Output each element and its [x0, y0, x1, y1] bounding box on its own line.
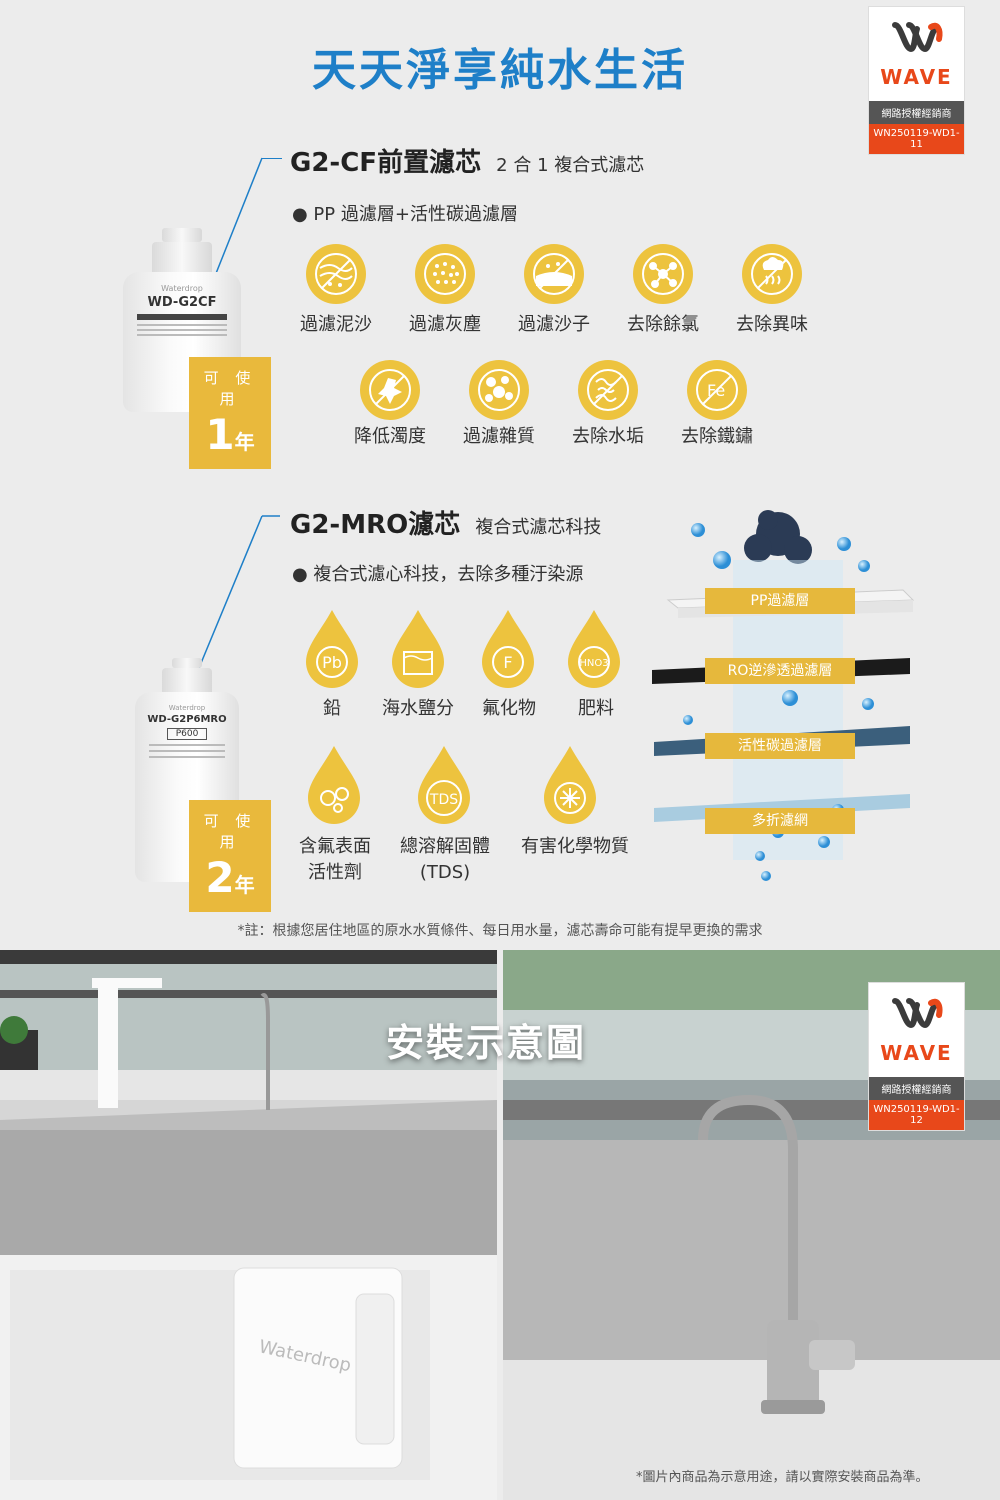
drop-label-line1: 總溶解固體	[400, 836, 490, 857]
drop-label: 鉛	[323, 698, 341, 719]
lead-drop-icon: Pb	[306, 610, 358, 688]
lifespan-number: 1	[205, 410, 235, 459]
drop-label-line2: (TDS)	[419, 862, 471, 883]
fluoride-drop-icon: F	[482, 610, 534, 688]
wave-dealer-badge: WAVE 網路授權經銷商 WN250119-WD1-11	[868, 6, 965, 155]
dealer-label: 網路授權經銷商	[869, 101, 964, 124]
turbidity-icon	[360, 360, 420, 420]
lifespan-label: 可 使 用	[203, 812, 257, 851]
icon-label: 去除鐵鏽	[681, 426, 753, 447]
drop-label: 肥料	[578, 698, 614, 719]
drop-label-line1: 含氟表面	[299, 836, 371, 857]
section1-bullet: ● PP 過濾層+活性碳過濾層	[292, 204, 518, 225]
leader-line	[262, 158, 282, 159]
install-photo-kitchen: Waterdrop	[0, 950, 497, 1500]
cartridge-sublabel: P600	[167, 728, 207, 740]
install-title: 安裝示意圖	[386, 1021, 587, 1065]
drop-symbol: F	[503, 653, 512, 672]
layer-label-carbon: 活性碳過濾層	[705, 733, 855, 759]
icon-label: 過濾沙子	[518, 314, 590, 335]
wave-wordmark: WAVE	[880, 1041, 953, 1065]
lifespan-number: 2	[205, 853, 235, 902]
cartridge-brand: Waterdrop	[168, 704, 206, 712]
impurities-icon	[469, 360, 529, 420]
sediment-icon	[306, 244, 366, 304]
drop-label: 海水鹽分	[382, 698, 454, 719]
icon-label: 去除水垢	[572, 426, 644, 447]
cartridge-g2cf: Waterdrop WD-G2CF	[118, 228, 241, 412]
drop-symbol: Pb	[322, 653, 342, 672]
layer-label-pp: PP過濾層	[705, 588, 855, 614]
lifespan-note: *註：根據您居住地區的原水水質條件、每日用水量，濾芯壽命可能有提早更換的需求	[237, 923, 763, 939]
dealer-code: WN250119-WD1-11	[869, 124, 964, 154]
sea-salt-drop-icon	[392, 610, 444, 688]
wave-logo-icon	[891, 998, 942, 1029]
icon-label: 過濾泥沙	[300, 314, 372, 335]
drop-label: 氟化物	[482, 698, 536, 719]
icon-label: 降低濁度	[354, 426, 426, 447]
faucet-illustration	[503, 950, 1000, 1500]
chlorine-icon	[633, 244, 693, 304]
image-disclaimer: *圖片內商品為示意用途，請以實際安裝商品為準。	[636, 1470, 929, 1485]
lifespan-unit: 年	[234, 873, 255, 897]
lifespan-badge-2yr: 可 使 用 2年	[189, 800, 271, 912]
layer-label-ro: RO逆滲透過濾層	[705, 658, 855, 684]
page-title: 天天淨享純水生活	[312, 45, 688, 96]
icon-label: 過濾雜質	[463, 426, 535, 447]
drop-symbol: HNO3	[579, 658, 608, 669]
chemicals-drop-icon	[544, 746, 596, 824]
install-photo-faucet	[503, 950, 1000, 1500]
drop-symbol: TDS	[429, 792, 458, 808]
wave-logo: WAVE	[869, 983, 964, 1077]
layer-label-pleated: 多折濾網	[705, 808, 855, 834]
icon-label: 去除餘氯	[627, 314, 699, 335]
nitrate-drop-icon: HNO3	[568, 610, 620, 688]
drop-label-line2: 活性劑	[308, 862, 362, 883]
tds-drop-icon: TDS	[418, 746, 470, 824]
dust-icon	[415, 244, 475, 304]
contaminant-drops-row1: Pb F HNO3 鉛 海水鹽分 氟化物 肥料	[300, 608, 640, 728]
section2-bullet: ● 複合式濾心科技，去除多種汙染源	[292, 564, 584, 585]
section1-heading: G2-CF前置濾芯 2 合 1 複合式濾芯	[290, 142, 644, 179]
odor-icon	[742, 244, 802, 304]
wave-logo-icon	[891, 22, 942, 53]
rust-icon: Fe	[687, 360, 747, 420]
section2-subtitle: 複合式濾芯科技	[475, 517, 602, 538]
lifespan-label: 可 使 用	[203, 369, 257, 408]
lifespan-unit: 年	[234, 430, 255, 454]
sand-icon	[524, 244, 584, 304]
filter-layers-diagram: PP過濾層 RO逆滲透過濾層 活性碳過濾層 多折濾網	[648, 490, 918, 890]
cartridge-model: WD-G2P6MRO	[147, 714, 227, 725]
cartridge-model: WD-G2CF	[147, 295, 217, 310]
scale-icon	[578, 360, 638, 420]
section1-subtitle: 2 合 1 複合式濾芯	[496, 155, 645, 176]
lifespan-badge-1yr: 可 使 用 1年	[189, 357, 271, 469]
dealer-label: 網路授權經銷商	[869, 1077, 964, 1100]
section1-title: G2-CF前置濾芯	[290, 148, 482, 178]
surfactant-drop-icon	[308, 746, 360, 824]
icon-label: 去除異味	[736, 314, 808, 335]
kitchen-illustration: Waterdrop	[0, 950, 497, 1500]
wave-wordmark: WAVE	[880, 65, 953, 89]
wave-logo: WAVE	[869, 7, 964, 101]
section2-title: G2-MRO濾芯	[290, 510, 461, 540]
icon-label: 過濾灰塵	[409, 314, 481, 335]
dealer-code: WN250119-WD1-12	[869, 1100, 964, 1130]
drop-label-line1: 有害化學物質	[521, 836, 629, 857]
section2-heading: G2-MRO濾芯 複合式濾芯科技	[290, 504, 601, 541]
wave-dealer-badge: WAVE 網路授權經銷商 WN250119-WD1-12	[868, 982, 965, 1131]
cartridge-brand: Waterdrop	[161, 284, 203, 293]
contaminant-drops-row2: TDS 含氟表面 活性劑 總溶解固體 (TDS) 有害化學物質	[280, 744, 650, 884]
